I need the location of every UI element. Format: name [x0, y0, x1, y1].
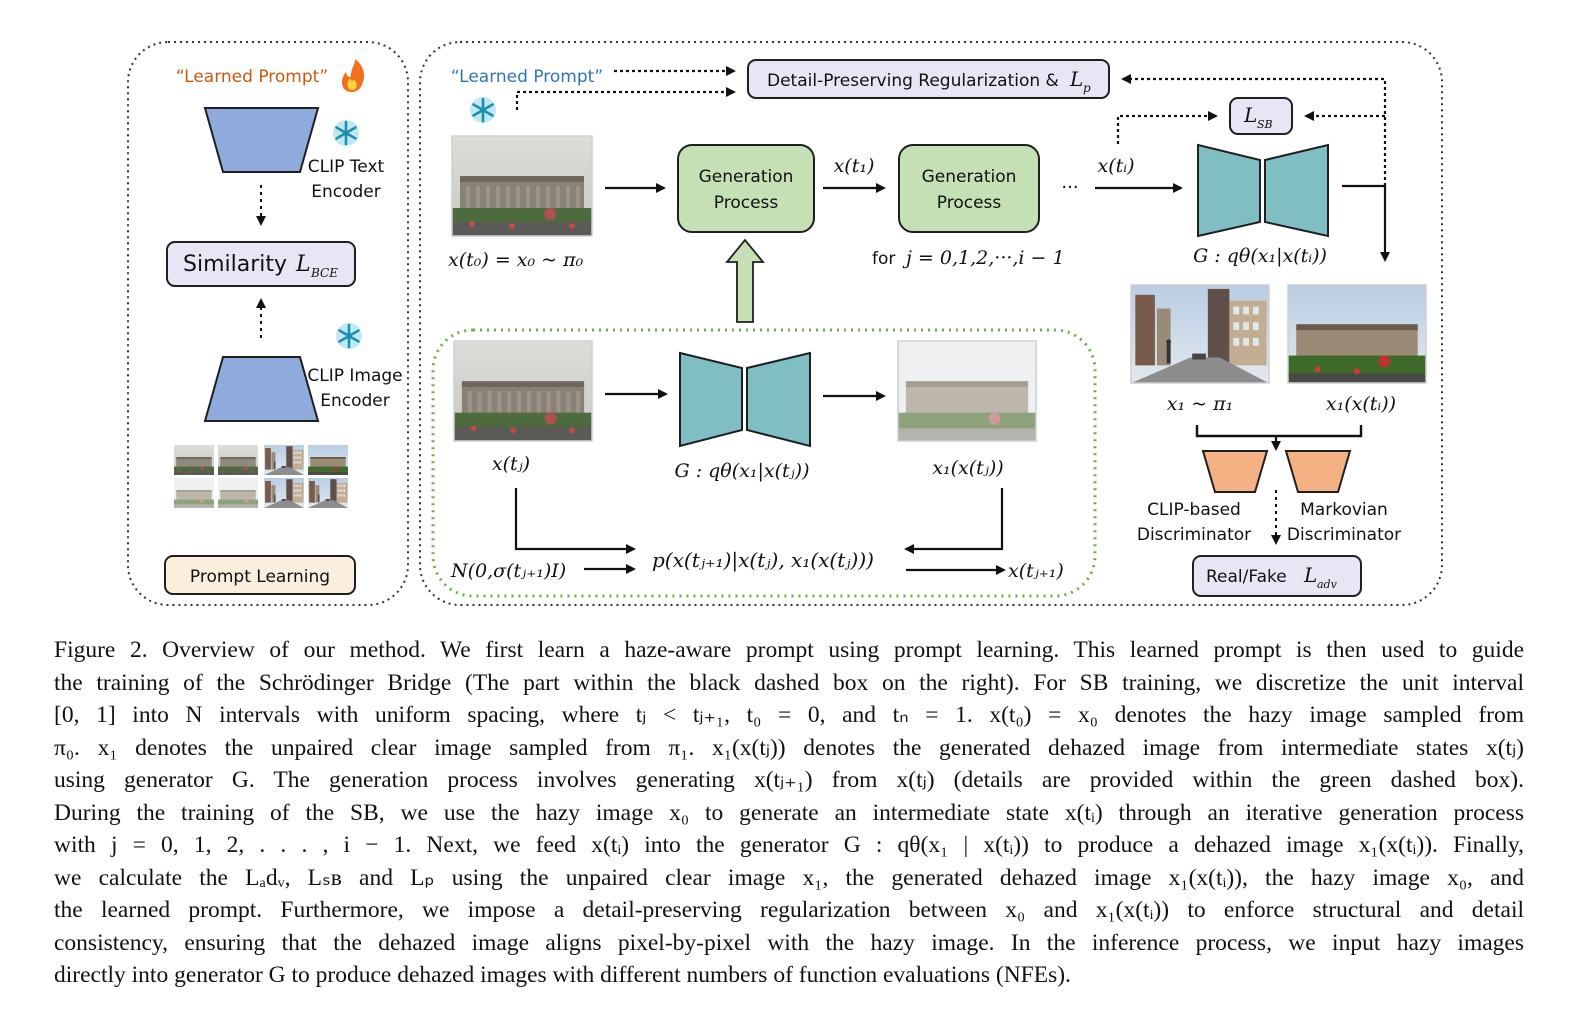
generation-process-box-1	[677, 144, 815, 233]
generation-process-label-2: Process	[714, 193, 779, 213]
caption-line: consistency, ensuring that the dehazed i…	[54, 929, 1524, 956]
frozen-snowflake-icon	[468, 95, 498, 125]
x-tj-label: x(tⱼ)	[492, 453, 530, 475]
intermediate-image	[454, 341, 592, 441]
detail-loss-symbol: L	[1069, 67, 1083, 91]
similarity-label: Similarity	[183, 252, 287, 277]
clip-image-encoder-label-2: Encoder	[320, 391, 390, 411]
clip-discriminator-label-2: Discriminator	[1137, 525, 1251, 545]
caption-line: we calculate the Lₐdᵥ, Lₛʙ and Lₚ using …	[54, 864, 1524, 891]
caption-line: Figure 2. Overview of our method. We fir…	[54, 637, 1524, 663]
detail-regularization-box	[747, 59, 1110, 99]
method-overview-figure: “Learned Prompt” CLIP Text Encoder Simil…	[127, 41, 1443, 606]
ellipsis: ···	[1061, 177, 1078, 198]
generator-decoder-half	[1264, 143, 1329, 238]
caption-line: π₀. x₁ denotes the unpaired clear image …	[54, 734, 1524, 761]
caption-line: directly into generator G to produce deh…	[54, 962, 1071, 988]
generation-process-box-2	[898, 144, 1040, 233]
clip-image-encoder	[203, 356, 320, 422]
caption-line: the learned prompt. Furthermore, we impo…	[54, 897, 1524, 923]
prompt-learning-panel	[127, 41, 409, 606]
generation-process-label-1: Generation	[699, 167, 794, 187]
x1-pi1-label: x₁ ~ π₁	[1167, 393, 1233, 415]
clip-text-encoder-label-2: Encoder	[311, 182, 381, 202]
figure-caption: Figure 2. Overview of our method. We fir…	[54, 634, 1524, 992]
arrow-estimate-to-transition	[904, 488, 1004, 554]
x-t0-label: x(t₀) = x₀ ~ π₀	[448, 249, 584, 271]
generation-process-label-1: Generation	[922, 167, 1017, 187]
noise-label: N(0,σ(tⱼ₊₁)I)	[450, 560, 566, 582]
prompt-learning-label: Prompt Learning	[190, 567, 330, 587]
caption-line: the training of the Schrödinger Bridge (…	[54, 669, 1524, 696]
dehazed-output-image	[1288, 285, 1426, 383]
arrow-xtj-to-transition	[514, 488, 636, 554]
frozen-snowflake-icon	[331, 118, 361, 148]
arrow-generator-output	[1342, 184, 1390, 262]
real-fake-box	[1192, 555, 1362, 597]
bracket-join	[1195, 425, 1363, 438]
similarity-loss-symbol: L	[295, 252, 311, 277]
learned-prompt-label: “Learned Prompt”	[451, 67, 603, 87]
schrodinger-bridge-panel	[419, 41, 1443, 606]
clear-unpaired-image	[1131, 285, 1269, 383]
x-ti-label: x(tᵢ)	[1098, 155, 1135, 177]
generator-decoder-half	[746, 351, 811, 448]
caption-line: using generator G. The generation proces…	[54, 767, 1524, 793]
diagram-canvas: “Learned Prompt” CLIP Text Encoder Simil…	[127, 41, 1443, 606]
x-t1-label: x(t₁)	[834, 155, 875, 177]
x-tj1-label: x(tⱼ₊₁)	[1008, 560, 1064, 582]
learned-prompt-label: “Learned Prompt”	[176, 67, 328, 87]
generator-label: G : qθ(x₁|x(tⱼ))	[674, 460, 809, 482]
generator-encoder-half	[679, 351, 743, 448]
real-fake-label: Real/Fake	[1206, 567, 1287, 587]
generator-top-label: G : qθ(x₁|x(tᵢ))	[1193, 245, 1327, 267]
clip-discriminator	[1201, 450, 1269, 493]
generation-process-label-2: Process	[937, 193, 1002, 213]
similarity-box	[166, 241, 356, 287]
arrow-snowflake-to-regularization	[515, 87, 736, 110]
clip-text-encoder	[203, 107, 320, 173]
detail-regularization-label: Detail-Preserving Regularization &	[767, 71, 1059, 91]
frozen-snowflake-icon	[334, 321, 364, 351]
clip-text-encoder-label-1: CLIP Text	[308, 157, 385, 177]
markovian-discriminator-label-1: Markovian	[1300, 500, 1388, 520]
detail-loss-subscript: p	[1083, 81, 1091, 95]
caption-line: [0, 1] into N intervals with uniform spa…	[54, 702, 1524, 728]
prompt-learning-box	[164, 555, 356, 595]
clip-discriminator-label-1: CLIP-based	[1147, 500, 1241, 520]
x1-xtj-label: x₁(x(tⱼ))	[932, 457, 1003, 479]
hollow-up-arrow	[725, 238, 765, 323]
x1-xti-label: x₁(x(tᵢ))	[1326, 393, 1396, 415]
arrow-xti-to-lsb	[1116, 111, 1218, 144]
training-image-grid	[174, 445, 348, 508]
fire-icon	[341, 59, 365, 92]
markovian-discriminator-label-2: Discriminator	[1287, 525, 1401, 545]
adv-loss-subscript: adv	[1317, 578, 1338, 591]
lsb-symbol: L	[1243, 103, 1257, 127]
similarity-loss-subscript: BCE	[310, 266, 338, 280]
caption-line: During the training of the SB, we use th…	[54, 799, 1524, 826]
generation-detail-box	[431, 328, 1097, 598]
lsb-subscript: SB	[1257, 118, 1273, 131]
markovian-discriminator	[1284, 450, 1352, 493]
caption-line: with j = 0, 1, 2, . . . , i − 1. Next, w…	[54, 832, 1524, 858]
lsb-box	[1229, 97, 1293, 135]
generator-encoder-half	[1197, 143, 1261, 238]
clip-image-encoder-label-1: CLIP Image	[307, 366, 402, 386]
estimated-clean-image	[898, 341, 1036, 441]
j-range-label: j = 0,1,2,···,i − 1	[902, 247, 1065, 269]
hazy-input-image	[452, 136, 592, 236]
adv-loss-symbol: L	[1303, 563, 1317, 587]
for-label: for	[872, 249, 895, 269]
transition-label: p(x(tⱼ₊₁)|x(tⱼ), x₁(x(tⱼ)))	[652, 548, 874, 573]
